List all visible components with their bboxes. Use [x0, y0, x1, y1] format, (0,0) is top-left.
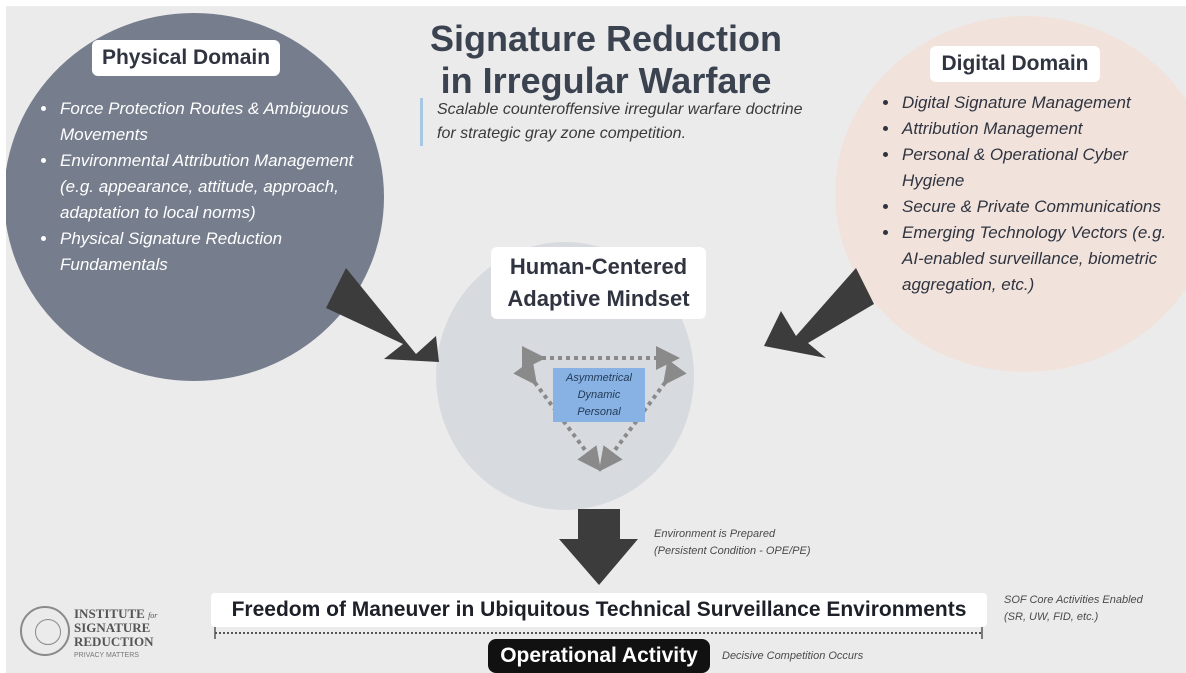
logo-tagline: PRIVACY MATTERS [74, 652, 139, 659]
digital-domain-list: Digital Signature Management Attribution… [884, 90, 1186, 298]
logo-line-1: INSTITUTE for [74, 606, 158, 621]
digital-item: Digital Signature Management [900, 90, 1186, 116]
digital-item: Emerging Technology Vectors (e.g. AI-ena… [900, 220, 1186, 298]
sof-note-line-1: SOF Core Activities Enabled [1004, 594, 1143, 606]
digital-item: Personal & Operational Cyber Hygiene [900, 142, 1186, 194]
down-output-arrow [559, 509, 638, 585]
right-input-arrow [764, 268, 874, 358]
logo-line-2: SIGNATURE [74, 620, 151, 635]
center-mindset-label: Human-Centered Adaptive Mindset [491, 247, 706, 319]
environment-note-line-1: Environment is Prepared [654, 528, 776, 540]
globe-icon [35, 619, 61, 645]
center-label-line-2: Adaptive Mindset [507, 286, 690, 311]
digital-item: Secure & Private Communications [900, 194, 1186, 220]
environment-note: Environment is Prepared (Persistent Cond… [654, 526, 914, 560]
triad-item: Dynamic [577, 389, 621, 401]
sof-note: SOF Core Activities Enabled (SR, UW, FID… [1004, 592, 1184, 626]
triad-item: Asymmetrical [565, 372, 632, 384]
arrows-layer [214, 268, 983, 639]
diagram-canvas: Signature Reduction in Irregular Warfare… [6, 6, 1186, 673]
page-subtitle: Scalable counteroffensive irregular warf… [420, 98, 807, 146]
physical-item: Environmental Attribution Management (e.… [58, 148, 358, 226]
triad-item: Personal [577, 406, 621, 418]
environment-note-line-2: (Persistent Condition - OPE/PE) [654, 545, 811, 557]
physical-item: Force Protection Routes & Ambiguous Move… [58, 96, 358, 148]
title-line-2: in Irregular Warfare [440, 60, 772, 101]
physical-domain-list: Force Protection Routes & Ambiguous Move… [42, 96, 358, 278]
decisive-competition-note: Decisive Competition Occurs [722, 650, 864, 662]
operational-activity-badge: Operational Activity [488, 639, 710, 673]
triad-box: Asymmetrical Dynamic Personal [553, 368, 645, 422]
title-line-1: Signature Reduction [429, 18, 783, 59]
triad-edge-right [598, 359, 687, 472]
globe-seal-icon [20, 606, 70, 656]
left-input-arrow [326, 268, 439, 362]
digital-item: Attribution Management [900, 116, 1186, 142]
digital-domain-label: Digital Domain [930, 46, 1100, 82]
freedom-of-maneuver-banner: Freedom of Maneuver in Ubiquitous Techni… [211, 593, 987, 627]
triad-edge-left [513, 359, 602, 472]
center-label-line-1: Human-Centered [509, 254, 688, 279]
logo-line-3: REDUCTION [74, 634, 154, 649]
physical-domain-label: Physical Domain [92, 40, 280, 76]
sof-note-line-2: (SR, UW, FID, etc.) [1004, 611, 1099, 623]
physical-item: Physical Signature Reduction Fundamental… [58, 226, 358, 278]
institute-logo: INSTITUTE for SIGNATURE REDUCTION PRIVAC… [16, 604, 186, 666]
page-title: Signature Reduction in Irregular Warfare [386, 18, 826, 102]
